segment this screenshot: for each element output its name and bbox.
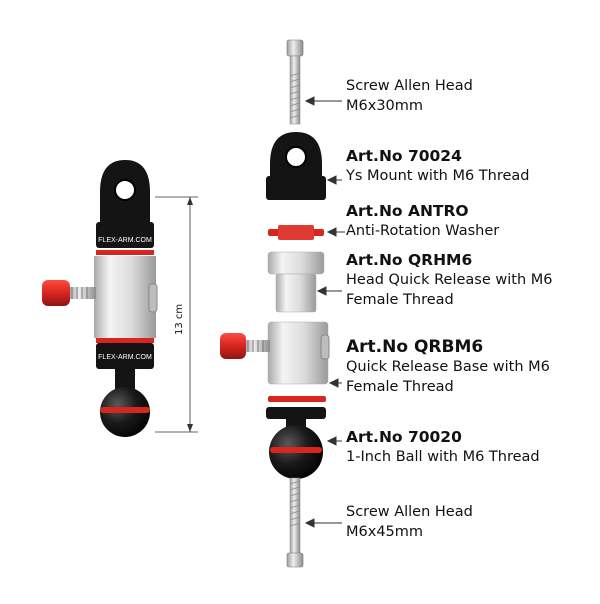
part-qrbm6 — [220, 321, 330, 385]
dimension-marker — [155, 196, 198, 433]
label-antro-art: Art.No ANTRO — [346, 202, 469, 220]
assembled-bottom-collar — [96, 343, 154, 369]
label-ball-art: Art.No 70020 — [346, 428, 462, 446]
label-qrhm6-line1: Head Quick Release with M6 — [346, 272, 553, 288]
assembled-red-ring-top — [96, 250, 154, 255]
label-qrbm6-art: Art.No QRBM6 — [346, 337, 484, 357]
part-ball-70020 — [266, 407, 326, 479]
assembled-red-ring-mid — [96, 338, 154, 343]
label-screw-45: Screw Allen Head M6x45mm — [346, 502, 473, 542]
part-screw-30 — [286, 39, 304, 125]
label-ball-line1: 1-Inch Ball with M6 Thread — [346, 449, 540, 465]
part-antro-washer — [268, 225, 324, 240]
assembled-ball-ring — [100, 407, 150, 413]
label-ys-mount-art: Art.No 70024 — [346, 147, 462, 165]
part-ys-mount — [266, 132, 326, 200]
leader-arrows — [304, 96, 345, 528]
label-qrbm6-line1: Quick Release Base with M6 — [346, 359, 550, 375]
assembled-mount-hole — [114, 179, 136, 201]
part-qrhm6 — [267, 251, 325, 313]
label-screw-30: Screw Allen Head M6x30mm — [346, 76, 473, 116]
label-screw-45-line2: M6x45mm — [346, 524, 424, 540]
label-screw-30-line2: M6x30mm — [346, 98, 424, 114]
label-qrhm6: Art.No QRHM6 Head Quick Release with M6 … — [346, 250, 553, 310]
label-qrbm6: Art.No QRBM6 Quick Release Base with M6 … — [346, 337, 550, 397]
label-screw-30-line1: Screw Allen Head — [346, 78, 473, 94]
assembled-arm: FLEX-ARM.COM FLEX-ARM.COM — [42, 160, 158, 437]
assembled-top-collar — [96, 222, 154, 248]
part-screw-45 — [286, 477, 304, 568]
part-red-washer — [268, 396, 326, 402]
label-qrhm6-art: Art.No QRHM6 — [346, 251, 473, 269]
label-ball-70020: Art.No 70020 1-Inch Ball with M6 Thread — [346, 427, 540, 467]
dimension-label: 13 cm — [174, 303, 185, 335]
label-antro: Art.No ANTRO Anti-Rotation Washer — [346, 201, 499, 241]
label-antro-line1: Anti-Rotation Washer — [346, 223, 500, 239]
label-ys-mount: Art.No 70024 Ys Mount with M6 Thread — [346, 146, 530, 186]
assembled-side-slot — [148, 283, 158, 313]
label-qrhm6-line2: Female Thread — [346, 292, 454, 308]
assembled-knob — [42, 280, 96, 306]
label-ys-mount-line1: Ys Mount with M6 Thread — [346, 168, 530, 184]
assembled-band-text-bottom: FLEX-ARM.COM — [98, 354, 152, 361]
assembled-silver-body — [94, 256, 156, 338]
label-qrbm6-line2: Female Thread — [346, 379, 454, 395]
label-screw-45-line1: Screw Allen Head — [346, 504, 473, 520]
assembled-band-text-top: FLEX-ARM.COM — [98, 237, 152, 244]
assembled-ball-neck — [115, 369, 135, 393]
